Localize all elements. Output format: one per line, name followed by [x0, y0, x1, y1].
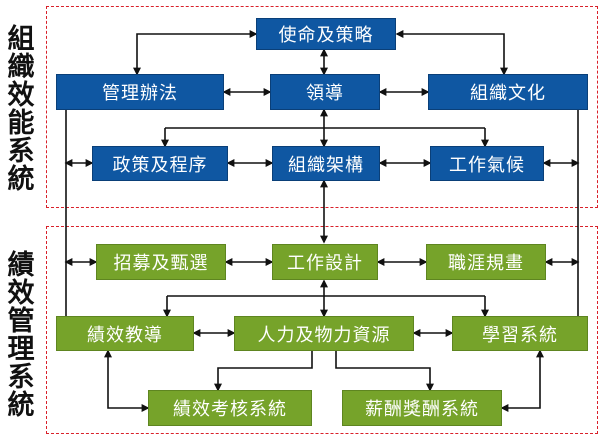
recruitment-selection-box: 招募及甄選: [96, 244, 226, 280]
performance-appraisal-box: 績效考核系統: [148, 390, 312, 426]
human-material-resources-box: 人力及物力資源: [234, 316, 414, 351]
job-design-box: 工作設計: [272, 244, 378, 280]
management-methods-box: 管理辦法: [56, 74, 224, 110]
learning-system-box: 學習系統: [452, 316, 588, 351]
work-climate-box: 工作氣候: [430, 146, 544, 181]
mission-strategy-box: 使命及策略: [256, 18, 396, 50]
org-culture-box: 組織文化: [428, 74, 588, 110]
compensation-reward-box: 薪酬獎酬系統: [342, 390, 502, 426]
org-effectiveness-label: 組織效能系統: [7, 24, 35, 195]
leadership-box: 領導: [270, 74, 380, 110]
org-structure-box: 組織架構: [272, 146, 380, 181]
policy-procedure-box: 政策及程序: [92, 146, 228, 181]
performance-management-label: 績效管理系統: [7, 250, 35, 421]
career-planning-box: 職涯規畫: [426, 244, 546, 280]
performance-coaching-box: 績效教導: [56, 316, 194, 351]
